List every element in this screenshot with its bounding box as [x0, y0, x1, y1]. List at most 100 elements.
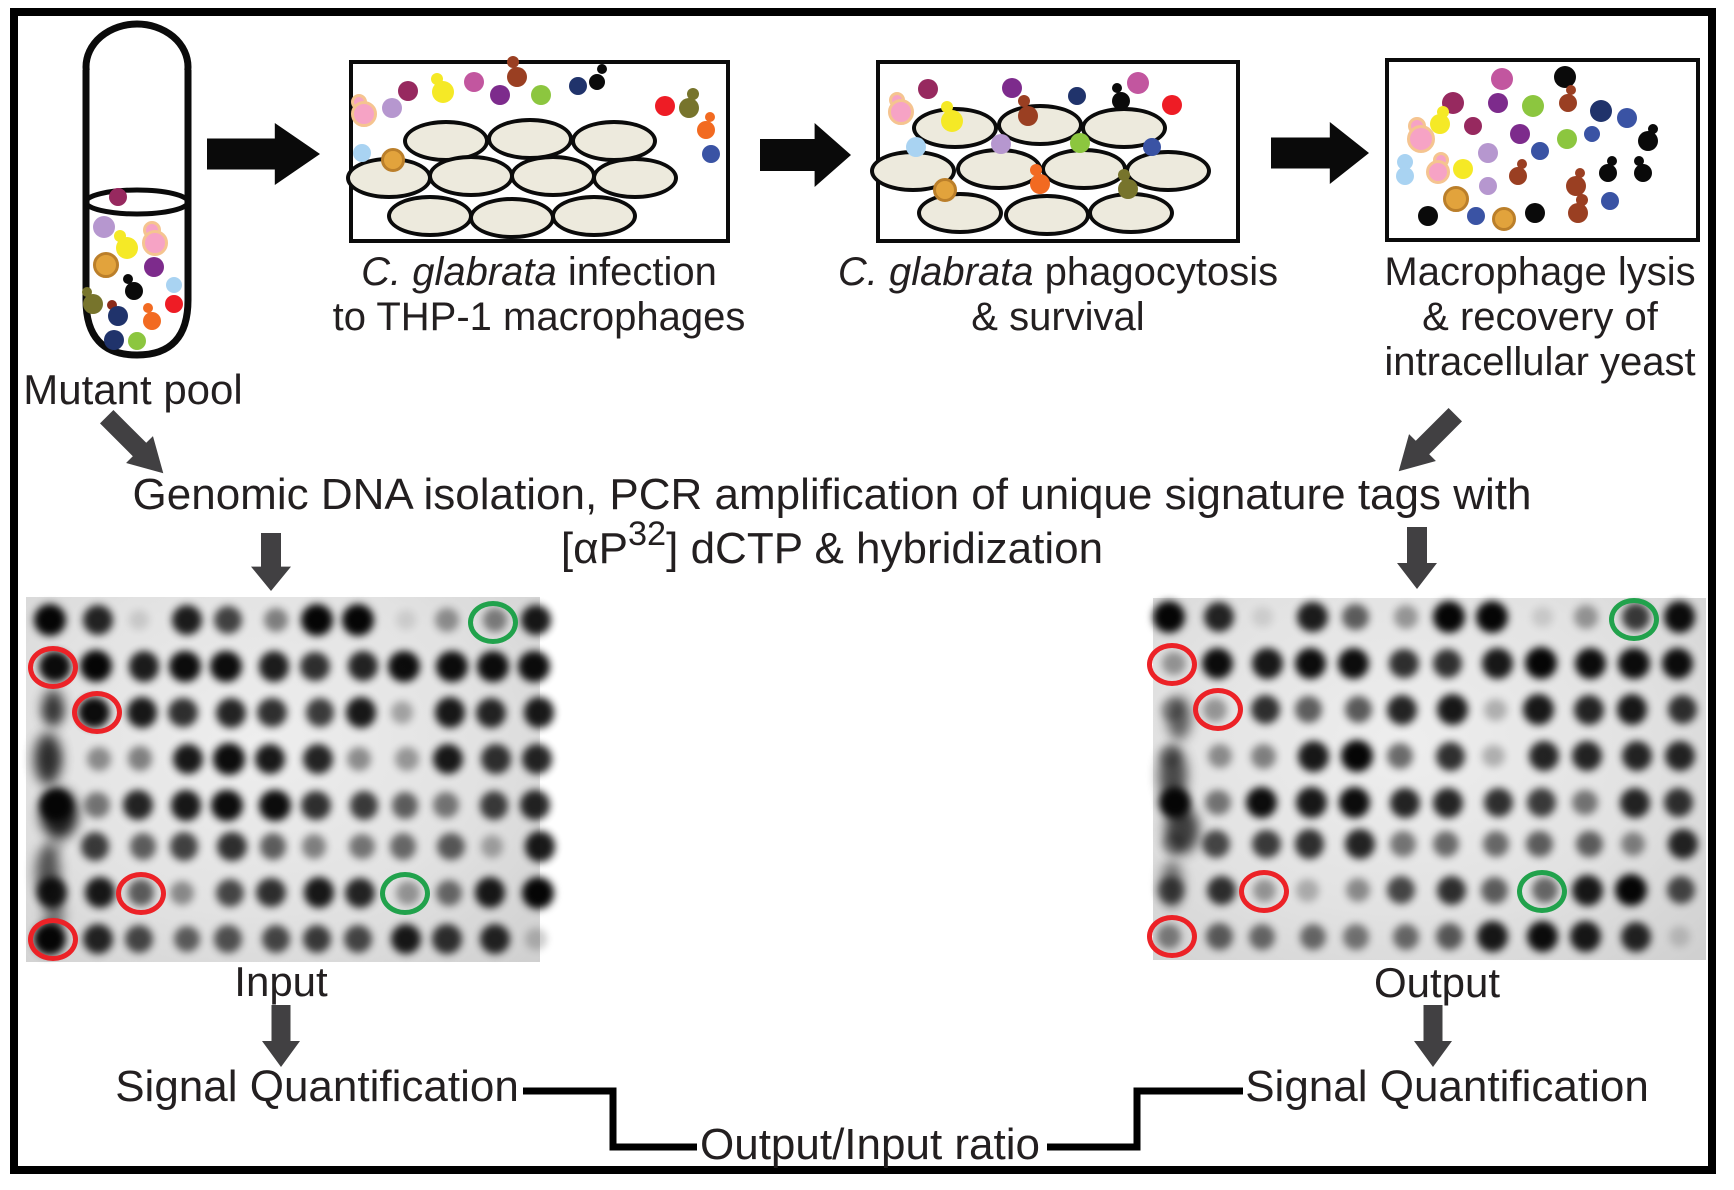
blot-dot	[1482, 648, 1513, 679]
blot-dot	[1621, 741, 1653, 772]
blot-dot	[1157, 877, 1185, 904]
blot-dot	[1208, 744, 1233, 769]
yeast-dot	[569, 77, 587, 95]
blot-dot	[1665, 741, 1696, 772]
red-highlight-circle	[72, 691, 122, 735]
blot-dot	[524, 831, 556, 862]
yeast-dot	[888, 99, 914, 125]
blot-dot	[389, 833, 417, 860]
blot-dot	[1576, 830, 1604, 858]
blot-dot	[1295, 696, 1322, 724]
blot-smudge-artifact	[42, 689, 64, 727]
blot-dot	[435, 608, 459, 632]
blot-dot	[1386, 743, 1414, 770]
blot-dot	[1526, 830, 1553, 858]
signal-quantification-right-label: Signal Quantification	[1245, 1062, 1649, 1111]
phagocytosis-label: C. glabrata phagocytosis & survival	[838, 250, 1278, 340]
blot-dot	[1345, 878, 1370, 903]
yeast-dot	[490, 85, 510, 105]
blot-dot	[1435, 741, 1465, 771]
yeast-dot	[1634, 164, 1652, 182]
yeast-dot	[1030, 174, 1050, 194]
blot-dot	[34, 604, 66, 636]
blot-dot	[43, 836, 65, 857]
blot-dot	[263, 607, 289, 633]
yeast-dot	[1491, 68, 1513, 90]
yeast-dot	[1568, 203, 1588, 223]
blot-dot	[1575, 647, 1607, 680]
yeast-dot	[1464, 117, 1482, 135]
flow-arrow-down-icon	[99, 409, 164, 474]
yeast-dot	[1396, 167, 1414, 185]
yeast-dot	[1590, 100, 1612, 122]
flow-arrow-down-icon	[1398, 407, 1463, 472]
yeast-dot	[1557, 129, 1577, 149]
blot-dot	[127, 746, 153, 772]
blot-dot	[1574, 605, 1598, 629]
blot-dot	[432, 924, 462, 954]
blot-dot	[170, 789, 202, 821]
lysis-label-line2: & recovery of	[1422, 295, 1658, 339]
blot-dot	[1620, 921, 1652, 952]
infection-label: C. glabrata infection to THP-1 macrophag…	[333, 250, 746, 340]
genomic-dna-line2: [αP32] dCTP & hybridization	[133, 517, 1532, 576]
blot-dot	[432, 743, 464, 775]
blot-dot	[1252, 648, 1283, 679]
blot-dot	[84, 877, 116, 909]
blot-dot	[254, 743, 286, 775]
yeast-dot	[1407, 125, 1435, 153]
blot-dot	[1484, 698, 1507, 721]
blot-dot	[1158, 745, 1182, 768]
blot-dot	[301, 604, 333, 636]
blot-dot	[1619, 787, 1651, 818]
blot-dot	[261, 925, 291, 954]
yeast-dot	[597, 64, 607, 74]
blot-dot	[1433, 601, 1466, 633]
yeast-dot	[1426, 160, 1450, 184]
infection-label-rest: infection	[556, 250, 717, 294]
yeast-dot	[1479, 177, 1497, 195]
blot-dot	[1344, 828, 1375, 860]
yeast-dot	[1488, 93, 1508, 113]
blot-dot	[1573, 694, 1604, 725]
signal-quantification-left-label: Signal Quantification	[115, 1062, 519, 1111]
blot-dot	[1392, 923, 1420, 950]
blot-dot	[519, 790, 551, 821]
lysis-label-line3: intracellular yeast	[1384, 340, 1696, 384]
blot-dot	[213, 743, 245, 775]
yeast-dot	[1566, 176, 1586, 196]
blot-dot	[1571, 741, 1602, 772]
blot-dot	[1481, 877, 1508, 904]
red-highlight-circle	[28, 645, 78, 689]
blot-dot	[301, 834, 327, 859]
flow-arrow-right-icon	[1271, 122, 1369, 184]
blot-dot	[1299, 923, 1326, 950]
yeast-dot	[1002, 78, 1022, 98]
liquid-level-line	[83, 187, 191, 217]
blot-dot	[1476, 601, 1509, 633]
blot-dot	[1202, 829, 1231, 859]
genomic-dna-text: Genomic DNA isolation, PCR amplification…	[133, 468, 1532, 576]
blot-dot	[1482, 745, 1505, 768]
blot-dot	[1570, 921, 1602, 953]
macrophage-oval	[487, 118, 573, 160]
macrophage-oval	[551, 195, 637, 237]
blot-dot	[1618, 647, 1650, 680]
yeast-dot	[1607, 156, 1617, 166]
blot-dot	[36, 877, 68, 909]
yeast-dot	[1601, 192, 1619, 210]
yeast-dot	[1531, 142, 1549, 160]
yeast-dot	[1510, 124, 1530, 144]
blot-dot	[349, 790, 379, 820]
blot-dot	[346, 746, 372, 771]
blot-dot	[391, 791, 419, 819]
blot-dot	[1339, 786, 1371, 819]
blot-dot	[210, 650, 242, 682]
blot-dot	[436, 650, 468, 682]
flow-arrow-down-icon	[251, 533, 291, 591]
yeast-dot	[687, 88, 699, 100]
blot-dot	[257, 697, 287, 728]
yeast-dot	[1068, 87, 1086, 105]
blot-smudge-artifact	[34, 733, 62, 785]
yeast-dot	[655, 96, 675, 116]
